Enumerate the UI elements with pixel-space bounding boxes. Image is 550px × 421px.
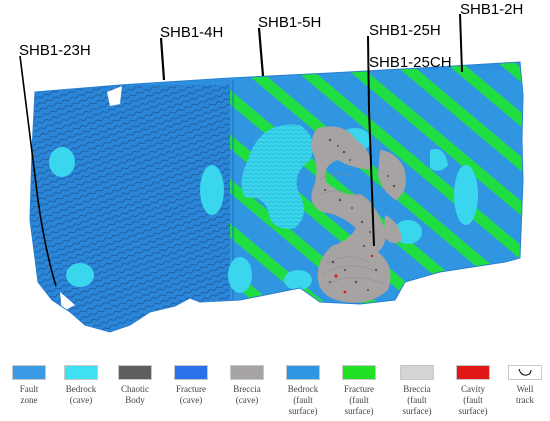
well-track-shb1-2h: [459, 13, 463, 73]
legend-item-breccia-fault-surface: Breccia (fault surface): [388, 360, 446, 417]
well-track-shb1-23h: [19, 55, 57, 287]
legend-label: Bedrock (fault surface): [287, 384, 319, 416]
legend-item-bedrock-fault-surface: Bedrock (fault surface): [274, 360, 332, 417]
well-label-shb1-23h: SHB1-23H: [19, 42, 91, 59]
legend-swatch: [400, 365, 434, 380]
well-track-shb1-5h: [257, 27, 265, 77]
legend-swatch: [12, 365, 46, 380]
well-labels: SHB1-23H SHB1-4H SHB1-5H SHB1-25H SHB1-2…: [19, 1, 523, 71]
legend-item-breccia-cave: Breccia (cave): [218, 360, 276, 406]
well-track-icon: [518, 368, 532, 376]
breccia-body: [311, 126, 406, 303]
legend-item-well-track: Well track: [496, 360, 550, 406]
legend-label: Fault zone: [19, 384, 39, 405]
well-track-shb1-4h: [159, 37, 166, 81]
legend-label: Breccia (cave): [233, 384, 261, 405]
well-label-shb1-25h: SHB1-25H: [369, 22, 441, 39]
legend-label: Bedrock (cave): [65, 384, 97, 405]
legend-label: Breccia (fault surface): [402, 384, 432, 416]
legend-swatch: [174, 365, 208, 380]
cave-bodies: [49, 124, 478, 293]
legend-swatch: [286, 365, 320, 380]
legend-swatch: [456, 365, 490, 380]
legend-item-fracture-fault-surface: Fracture (fault surface): [330, 360, 388, 417]
well-label-shb1-5h: SHB1-5H: [258, 14, 321, 31]
legend-label: Chaotic Body: [121, 384, 149, 405]
legend-item-cavity-fault-surface: Cavity (fault surface): [444, 360, 502, 417]
legend-label: Cavity (fault surface): [458, 384, 488, 416]
well-label-shb1-25ch: SHB1-25CH: [369, 54, 452, 71]
well-label-shb1-2h: SHB1-2H: [460, 1, 523, 18]
well-tracks: [19, 13, 463, 287]
legend-item-bedrock-cave: Bedrock (cave): [52, 360, 110, 406]
legend-label: Well track: [516, 384, 534, 405]
legend-swatch: [342, 365, 376, 380]
legend-item-fracture-cave: Fracture (cave): [162, 360, 220, 406]
legend-label: Fracture (fault surface): [344, 384, 374, 416]
legend-item-fault-zone: Fault zone: [0, 360, 58, 406]
legend-item-chaotic-body: Chaotic Body: [106, 360, 164, 406]
legend-swatch: [508, 365, 542, 380]
well-label-shb1-4h: SHB1-4H: [160, 24, 223, 41]
legend-swatch: [230, 365, 264, 380]
legend: Fault zone Bedrock (cave) Chaotic Body F…: [0, 360, 550, 421]
well-track-shb1-25h: [367, 35, 375, 247]
model-body: [30, 62, 523, 332]
legend-swatch: [64, 365, 98, 380]
legend-label: Fracture (cave): [176, 384, 206, 405]
legend-swatch: [118, 365, 152, 380]
